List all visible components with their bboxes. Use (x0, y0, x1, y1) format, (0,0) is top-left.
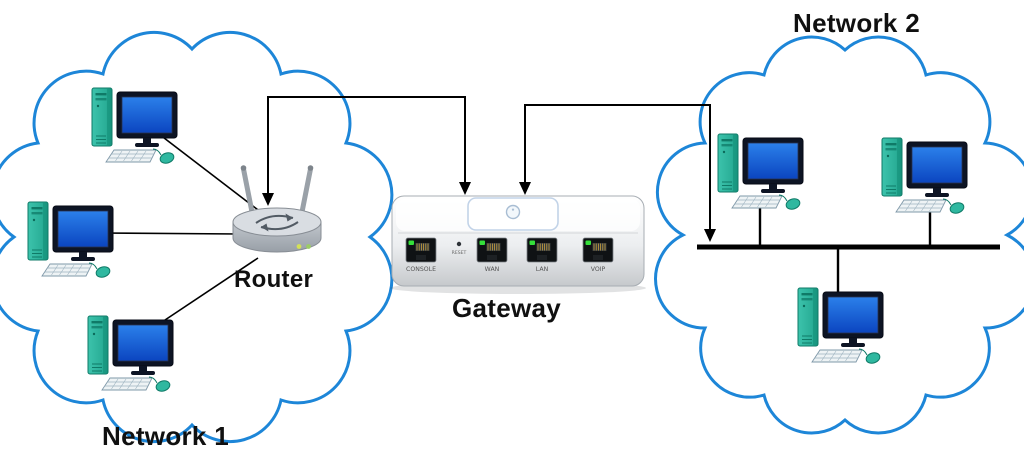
connectors (267, 96, 711, 230)
gateway-port-label-wan: WAN (485, 266, 500, 273)
gateway-device: RESET CONSOLE WAN LAN VOIP (390, 195, 646, 294)
network2-label: Network 2 (793, 8, 920, 38)
network2-bus (697, 205, 1000, 296)
router-led (306, 244, 311, 249)
gateway-port-label-voip: VOIP (591, 266, 606, 273)
gateway-reset-hole (456, 241, 462, 247)
arrowhead-to-gateway-right (519, 182, 531, 195)
link-pc2-router (95, 232, 241, 235)
router-icon (232, 165, 322, 253)
arrowhead-to-router (262, 193, 274, 206)
gateway-port-console (405, 237, 437, 263)
gateway-reset-label: RESET (452, 250, 467, 256)
router-top (232, 207, 322, 237)
arrowhead-to-gateway-left (459, 182, 471, 195)
gateway-port-lan (526, 237, 558, 263)
connector-gateway-network2 (524, 104, 711, 230)
arrowheads (262, 182, 716, 242)
router-antenna-right (299, 166, 313, 215)
router-led (296, 244, 302, 249)
gateway-port-label-lan: LAN (536, 266, 549, 273)
gateway-port-wan (476, 237, 508, 263)
gateway-port-label-console: CONSOLE (406, 266, 436, 273)
router-antenna-left (241, 166, 255, 215)
gateway-logo-icon (505, 204, 521, 220)
gateway-port-voip (582, 237, 614, 263)
link-pc3-router (149, 257, 259, 331)
connector-router-gateway (267, 96, 466, 194)
gateway-label: Gateway (452, 293, 562, 323)
network2-cloud (654, 35, 1024, 435)
network1-label: Network 1 (102, 421, 229, 451)
arrowhead-to-bus (704, 229, 716, 242)
router-label: Router (234, 266, 314, 293)
